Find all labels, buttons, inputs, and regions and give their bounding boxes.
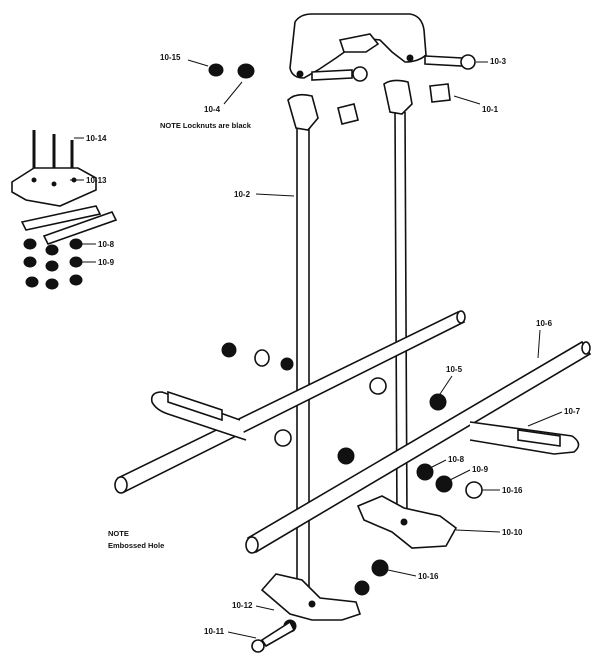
callout-10-2: 10-2 (234, 190, 251, 199)
cross-tube-back (114, 310, 466, 494)
embossed-note-text: Embossed Hole (108, 541, 164, 550)
callout-10-8: 10-8 (448, 455, 465, 464)
bottom-bracket-right (356, 495, 458, 549)
bottom-bracket-left (260, 573, 362, 621)
callout-10-1: 10-1 (482, 105, 499, 114)
callout-10-14: 10-14 (86, 134, 107, 143)
callout-10-16-upper: 10-16 (502, 486, 523, 495)
middle-hardware (221, 342, 483, 633)
callout-10-7: 10-7 (564, 407, 581, 416)
callout-10-6: 10-6 (536, 319, 553, 328)
bottom-bolt (251, 620, 296, 653)
vertical-post-left (287, 93, 319, 600)
callout-10-8-inset: 10-8 (98, 240, 115, 249)
u-bolt-left (150, 390, 247, 441)
top-hardware (208, 54, 476, 125)
callout-10-9: 10-9 (472, 465, 489, 474)
callout-10-5: 10-5 (446, 365, 463, 374)
leader-lines (70, 59, 563, 639)
callout-10-9-inset: 10-9 (98, 258, 115, 267)
callout-10-4: 10-4 (204, 105, 221, 114)
notes: NOTE Locknuts are black NOTE Embossed Ho… (108, 121, 252, 550)
inset-detail (11, 130, 118, 290)
callout-10-12: 10-12 (232, 601, 253, 610)
callout-10-3: 10-3 (490, 57, 507, 66)
callout-10-15: 10-15 (160, 53, 181, 62)
locknut-note: NOTE Locknuts are black (160, 121, 252, 130)
callout-10-10: 10-10 (502, 528, 523, 537)
callout-10-16-lower: 10-16 (418, 572, 439, 581)
callout-labels: 10-15 10-3 10-4 10-1 10-14 10-13 10-2 10… (86, 53, 581, 636)
embossed-note-title: NOTE (108, 529, 129, 538)
top-bracket (289, 13, 427, 79)
callout-10-13: 10-13 (86, 176, 107, 185)
u-bolt-right (469, 421, 580, 455)
cross-tube-front (245, 340, 592, 554)
callout-10-11: 10-11 (204, 627, 225, 636)
